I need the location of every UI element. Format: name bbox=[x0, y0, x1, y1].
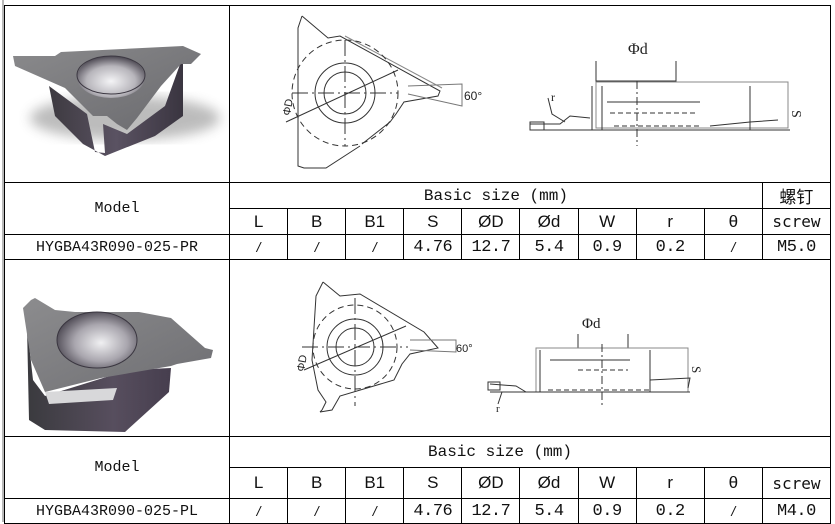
basic-size-header: Basic size (mm) bbox=[229, 436, 831, 468]
screw-header-cn: 螺钉 bbox=[761, 182, 832, 209]
grooving-insert-photo-pr bbox=[13, 46, 220, 156]
product-pl-drawing-cell: 60° ΦD Φd bbox=[229, 259, 831, 437]
value-B1: / bbox=[345, 234, 405, 260]
outer-diameter-label: ΦD bbox=[281, 98, 296, 117]
col-header-theta: θ bbox=[703, 208, 763, 235]
col-header-L: L bbox=[228, 467, 289, 499]
grooving-insert-photo-pl bbox=[23, 298, 213, 432]
side-view-drawing-icon: Φd r S bbox=[529, 41, 803, 146]
value-B: / bbox=[287, 498, 347, 524]
col-header-S: S bbox=[403, 208, 463, 235]
model-value: HYGBA43R090-025-PL bbox=[4, 498, 230, 524]
col-header-theta: θ bbox=[703, 467, 763, 499]
value-bore-diameter: 5.4 bbox=[519, 234, 579, 260]
basic-size-header-text: Basic size (mm) bbox=[427, 443, 573, 461]
model-header: Model bbox=[4, 436, 230, 499]
insert-spec-table: 60° ΦD Φd bbox=[4, 5, 832, 524]
col-header-B1: B1 bbox=[345, 467, 405, 499]
technical-drawing-pr: 60° ΦD Φd bbox=[281, 15, 803, 169]
angle-label: 60° bbox=[464, 89, 482, 103]
col-header-S: S bbox=[403, 467, 463, 499]
top-view-drawing-icon: 60° ΦD bbox=[295, 281, 473, 413]
value-outer-diameter: 12.7 bbox=[461, 498, 521, 524]
value-L: / bbox=[228, 234, 289, 260]
model-value: HYGBA43R090-025-PR bbox=[4, 234, 230, 260]
basic-size-header: Basic size (mm) bbox=[229, 182, 763, 209]
product-pr-data-row: HYGBA43R090-025-PR / / / 4.76 12.7 5.4 0… bbox=[4, 234, 832, 260]
col-header-r: r bbox=[635, 208, 705, 235]
product-pl-data-row: HYGBA43R090-025-PL / / / 4.76 12.7 5.4 0… bbox=[4, 498, 832, 524]
model-header: Model bbox=[4, 182, 230, 235]
technical-drawing-pl: 60° ΦD Φd bbox=[295, 281, 704, 415]
value-theta: / bbox=[703, 234, 763, 260]
col-header-B1: B1 bbox=[345, 208, 405, 235]
product-pl-group-header-row: Model Basic size (mm) bbox=[4, 436, 831, 499]
value-S: 4.76 bbox=[403, 234, 463, 260]
bore-diameter-label: Φd bbox=[582, 316, 601, 332]
col-header-outer-diameter: ØD bbox=[461, 467, 521, 499]
value-W: 0.9 bbox=[577, 234, 637, 260]
col-header-L: L bbox=[228, 208, 289, 235]
value-B1: / bbox=[345, 498, 405, 524]
product-pr-group-header-row: Model Basic size (mm) 螺钉 bbox=[4, 182, 832, 235]
product-pr-column-header-row: L B B1 S ØD Ød W r θ screw bbox=[5, 208, 832, 235]
screw-header: screw bbox=[761, 208, 832, 235]
value-r: 0.2 bbox=[635, 234, 705, 260]
col-header-B: B bbox=[287, 208, 347, 235]
outer-diameter-label: ΦD bbox=[295, 354, 310, 373]
value-outer-diameter: 12.7 bbox=[461, 234, 521, 260]
col-header-bore-diameter: Ød bbox=[519, 208, 579, 235]
product-pl-photo-cell bbox=[4, 259, 230, 437]
value-S: 4.76 bbox=[403, 498, 463, 524]
product-pr-drawing-cell: 60° ΦD Φd bbox=[229, 5, 831, 183]
value-bore-diameter: 5.4 bbox=[519, 498, 579, 524]
angle-label: 60° bbox=[456, 343, 473, 355]
bore-diameter-label: Φd bbox=[628, 41, 648, 58]
radius-label: r bbox=[551, 90, 555, 104]
value-B: / bbox=[287, 234, 347, 260]
value-L: / bbox=[228, 498, 289, 524]
col-header-bore-diameter: Ød bbox=[519, 467, 579, 499]
value-theta: / bbox=[703, 498, 763, 524]
col-header-outer-diameter: ØD bbox=[461, 208, 521, 235]
thickness-label: S bbox=[788, 110, 803, 118]
page-left-border bbox=[2, 0, 4, 522]
side-view-drawing-icon: Φd r S bbox=[487, 316, 704, 415]
value-screw: M5.0 bbox=[761, 234, 832, 260]
thickness-label: S bbox=[689, 366, 704, 373]
col-header-B: B bbox=[287, 467, 347, 499]
value-r: 0.2 bbox=[635, 498, 705, 524]
value-screw: M4.0 bbox=[761, 498, 832, 524]
col-header-r: r bbox=[635, 467, 705, 499]
product-pl-image-row: 60° ΦD Φd bbox=[4, 259, 831, 437]
top-view-drawing-icon: 60° ΦD bbox=[281, 15, 482, 169]
col-header-W: W bbox=[577, 208, 637, 235]
value-W: 0.9 bbox=[577, 498, 637, 524]
screw-header: screw bbox=[761, 467, 832, 499]
radius-label: r bbox=[496, 403, 500, 415]
product-pr-image-row: 60° ΦD Φd bbox=[4, 5, 831, 183]
product-pr-photo-cell bbox=[4, 5, 230, 183]
col-header-W: W bbox=[577, 467, 637, 499]
